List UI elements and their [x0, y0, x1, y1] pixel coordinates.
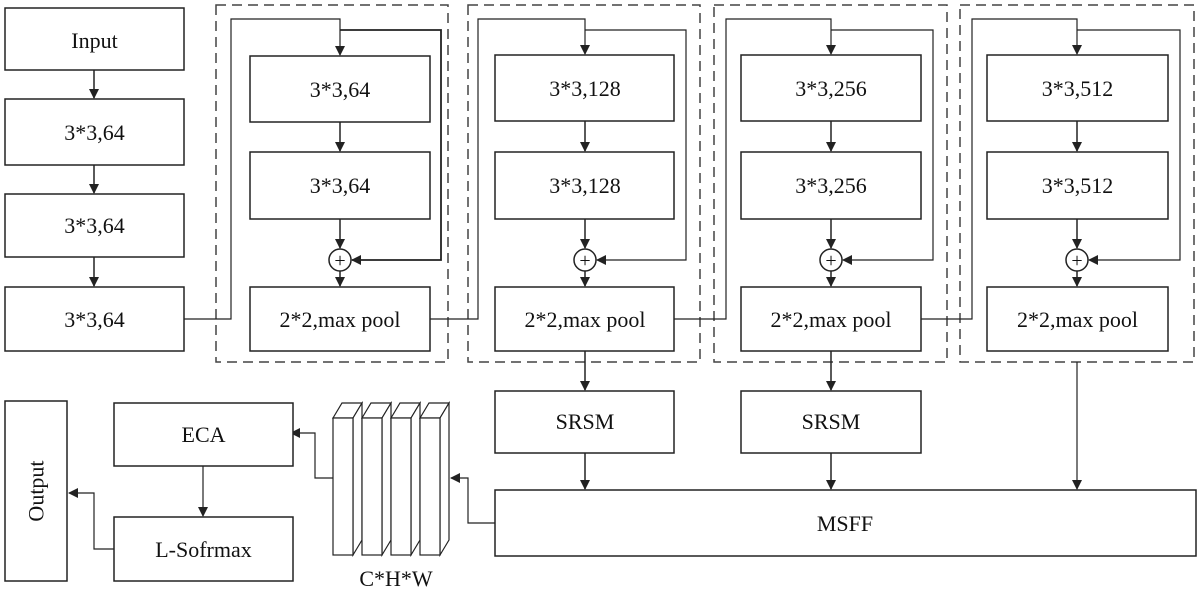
- stage-3-conv-b: [740, 151, 922, 220]
- input-box: [4, 7, 185, 71]
- stage-4-input-flow: [921, 18, 1082, 320]
- srsm-box-1: [494, 390, 675, 454]
- arrow-feature-maps-eca: [290, 428, 333, 479]
- stage-1-pool-label: 2*2,max pool: [280, 307, 401, 332]
- conv-label-1: 3*3,64: [64, 120, 125, 145]
- stage-3-conv-b-label: 3*3,256: [795, 173, 867, 198]
- stage-1-dashed-frame: [215, 4, 449, 363]
- stage-4-conv-b: [986, 151, 1169, 220]
- stage-2-input-flow: [430, 18, 590, 320]
- stage-4-pool-label: 2*2,max pool: [1017, 307, 1138, 332]
- conv-label-2: 3*3,64: [64, 213, 125, 238]
- srsm-box-2: [740, 390, 922, 454]
- head-section: ECA L-Sofrmax Output: [4, 400, 294, 582]
- stage-1-conv-a: [249, 55, 431, 123]
- softmax-label: L-Sofrmax: [155, 537, 252, 562]
- stage-2-pool-label: 2*2,max pool: [525, 307, 646, 332]
- stage-4-conv-a-label: 3*3,512: [1042, 76, 1114, 101]
- stage-3-conv-a-label: 3*3,256: [795, 76, 867, 101]
- left-column: Input 3*3,64 3*3,64 3*3,64: [4, 7, 185, 352]
- feature-map-label: C*H*W: [359, 566, 433, 591]
- eca-label: ECA: [182, 422, 226, 447]
- stage-1-conv-b-label: 3*3,64: [310, 173, 371, 198]
- stage-2-residual: [585, 29, 687, 265]
- stage-3-pool: [740, 286, 922, 352]
- arrow-msff-feature-maps: [450, 473, 495, 524]
- stage-2-dashed-frame: [467, 4, 701, 363]
- conv-box-3: [4, 286, 185, 352]
- stage-2-conv-a: [494, 54, 675, 122]
- srsm-label-1: SRSM: [556, 409, 615, 434]
- stage-1-conv-b: [249, 151, 431, 220]
- msff-label: MSFF: [817, 511, 873, 536]
- stage-1-add-symbol: +: [334, 250, 345, 272]
- feature-maps: C*H*W: [290, 400, 495, 591]
- feature-map-3: [389, 400, 422, 558]
- stage-4: 3*3,512 3*3,512 2*2,max pool +: [921, 4, 1195, 363]
- softmax-box: [113, 516, 294, 582]
- conv-label-3: 3*3,64: [64, 307, 125, 332]
- srsm-label-2: SRSM: [802, 409, 861, 434]
- stage-2-add-symbol: +: [579, 250, 590, 272]
- stage-4-residual: [1077, 29, 1181, 265]
- stage-4-conv-b-label: 3*3,512: [1042, 173, 1114, 198]
- stage-1: 3*3,64 3*3,64 2*2,max pool +: [184, 4, 449, 363]
- stage-1-residual: [340, 29, 442, 265]
- stage-3-input-flow: [674, 18, 836, 320]
- stage-3-add-symbol: +: [825, 250, 836, 272]
- stage-1-conv-a-label: 3*3,64: [310, 77, 371, 102]
- stage-4-conv-a: [986, 54, 1169, 122]
- input-label: Input: [71, 28, 117, 53]
- stage-3: 3*3,256 3*3,256 2*2,max pool +: [674, 4, 948, 363]
- stage-3-residual: [831, 29, 934, 265]
- conv-box-2: [4, 193, 185, 258]
- stage-3-conv-a: [740, 54, 922, 122]
- stage-4-add-symbol: +: [1071, 250, 1082, 272]
- feature-map-1: [331, 400, 364, 558]
- stage-2-conv-b: [494, 151, 675, 220]
- feature-map-2: [360, 400, 393, 558]
- output-label: Output: [24, 460, 49, 521]
- stage-2-conv-b-label: 3*3,128: [549, 173, 621, 198]
- conv-box-1: [4, 98, 185, 166]
- stage-1-input-flow: [184, 18, 345, 320]
- msff-box: [494, 489, 1197, 557]
- feature-map-4: [418, 400, 451, 558]
- stage-2: 3*3,128 3*3,128 2*2,max pool +: [430, 4, 701, 363]
- fusion-section: SRSM SRSM MSFF: [494, 351, 1197, 557]
- stage-3-pool-label: 2*2,max pool: [771, 307, 892, 332]
- output-box: [4, 400, 68, 582]
- stage-2-conv-a-label: 3*3,128: [549, 76, 621, 101]
- arrow-softmax-output: [68, 488, 114, 550]
- stage-4-pool: [986, 286, 1169, 352]
